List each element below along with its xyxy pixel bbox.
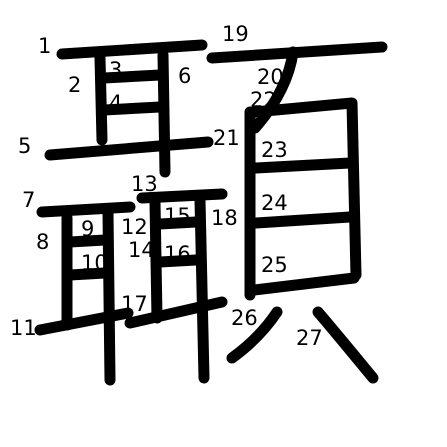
stroke-15 [154,216,202,230]
stroke-2 [94,52,108,146]
stroke-number-7: 7 [22,188,35,212]
stroke-4 [98,101,166,116]
stroke-number-27: 27 [296,326,323,350]
stroke-number-22: 22 [250,88,277,112]
stroke-number-12: 12 [121,215,148,239]
stroke-12 [102,207,116,386]
stroke-22 [248,97,362,281]
stroke-number-2: 2 [68,73,81,97]
stroke-3 [98,69,166,84]
stroke-16 [154,254,202,268]
stroke-number-11: 11 [10,316,37,340]
stroke-number-24: 24 [261,191,288,215]
stroke-number-20: 20 [257,65,284,89]
stroke-number-19: 19 [222,22,249,46]
stroke-number-9: 9 [81,217,94,241]
stroke-26 [226,306,283,364]
stroke-25 [248,272,360,296]
stroke-1 [56,39,208,60]
stroke-18 [194,194,210,384]
stroke-number-15: 15 [164,204,191,228]
stroke-23 [250,157,356,174]
stroke-number-5: 5 [18,134,31,158]
stroke-number-1: 1 [38,34,51,58]
stroke-9 [64,234,111,248]
stroke-number-13: 13 [131,172,158,196]
stroke-number-14: 14 [128,238,155,262]
stroke-20 [249,46,299,134]
stroke-number-23: 23 [261,138,288,162]
stroke-number-8: 8 [36,230,49,254]
stroke-number-4: 4 [109,91,122,115]
stroke-24 [250,211,356,229]
stroke-10 [64,267,111,281]
stroke-number-18: 18 [211,206,238,230]
stroke-number-10: 10 [81,251,108,275]
stroke-number-6: 6 [178,64,191,88]
stroke-27 [312,306,379,384]
stroke-number-16: 16 [164,242,191,266]
stroke-number-21: 21 [213,126,240,150]
stroke-6 [157,49,171,178]
stroke-number-26: 26 [231,306,258,330]
stroke-5 [44,136,214,161]
stroke-number-3: 3 [109,58,122,82]
stroke-number-25: 25 [261,253,288,277]
stroke-number-17: 17 [121,292,148,316]
stroke-7 [36,201,136,218]
